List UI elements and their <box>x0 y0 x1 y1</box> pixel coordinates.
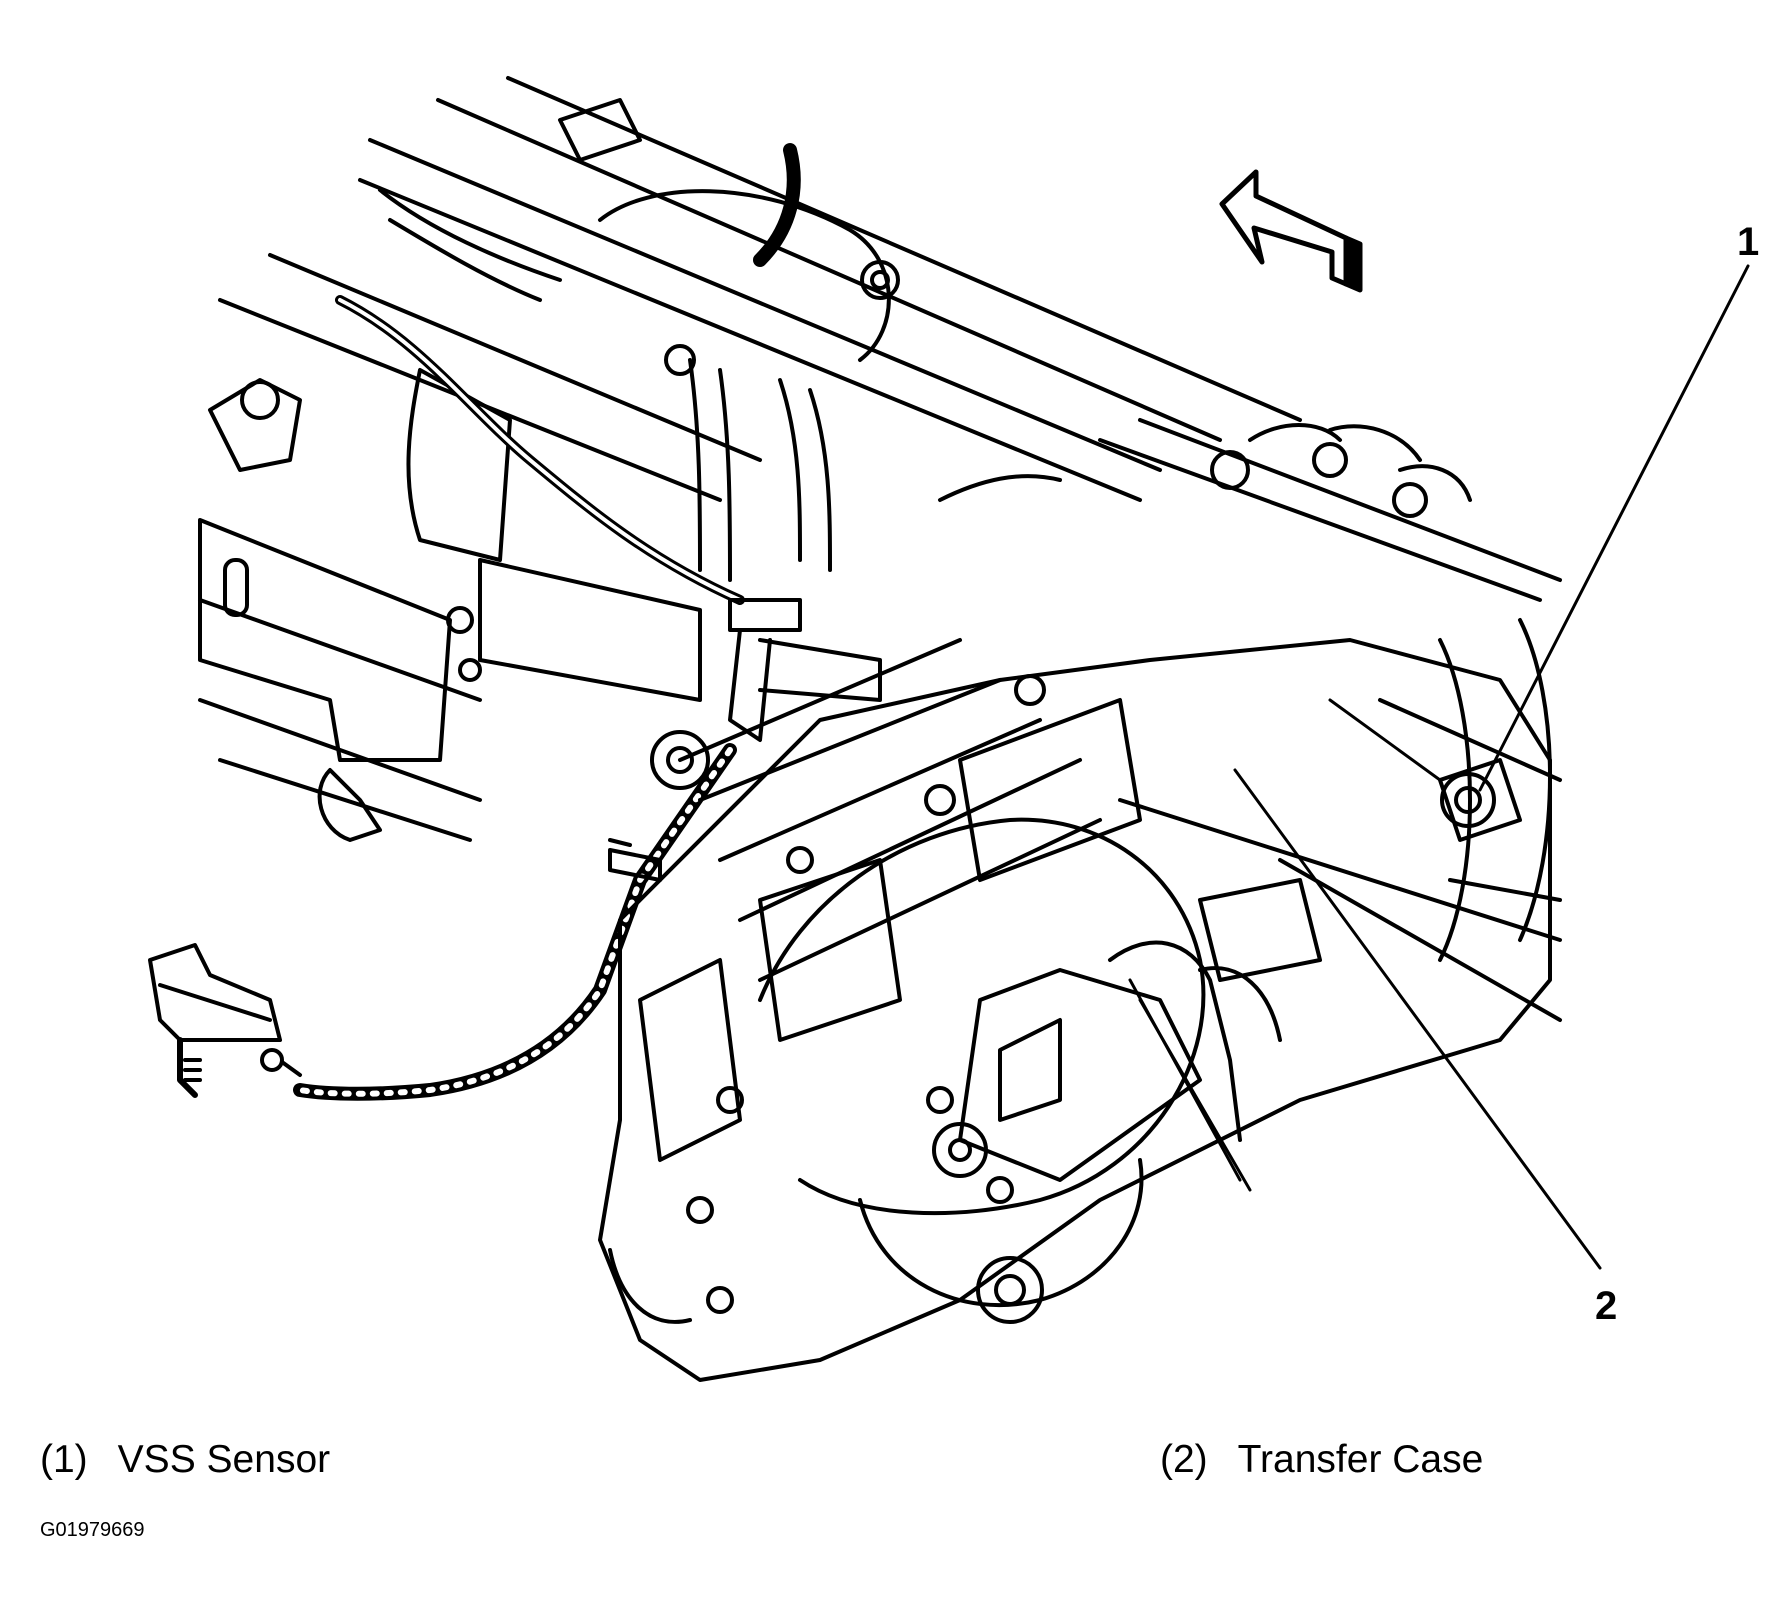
legend-label: VSS Sensor <box>117 1438 331 1481</box>
legend-item-vss-sensor: (1) VSS Sensor <box>40 1440 330 1479</box>
legend-label: Transfer Case <box>1237 1438 1484 1481</box>
vss-harness <box>293 743 737 1101</box>
vss-sensor-installed <box>1328 698 1522 842</box>
legend-number: (2) <box>1160 1438 1208 1481</box>
transmission-housing <box>218 76 1302 502</box>
callout-2-leader <box>1233 768 1602 1270</box>
callout-number-2: 2 <box>1595 1284 1618 1328</box>
engine-mount-bracket <box>198 368 710 842</box>
hoses-and-lines <box>335 295 1062 742</box>
forward-direction-arrow-icon <box>1219 169 1363 293</box>
legend-item-transfer-case: (2) Transfer Case <box>1160 1440 1483 1479</box>
legend-number: (1) <box>40 1438 88 1481</box>
figure-id: G01979669 <box>40 1519 145 1541</box>
vss-sensor-connector <box>148 943 302 1098</box>
transfer-case-rear <box>1098 418 1562 1022</box>
callout-1-leader <box>1478 264 1750 792</box>
transfer-case-body <box>598 638 1552 1382</box>
callout-number-1: 1 <box>1737 220 1760 264</box>
shift-motor <box>926 940 1282 1204</box>
